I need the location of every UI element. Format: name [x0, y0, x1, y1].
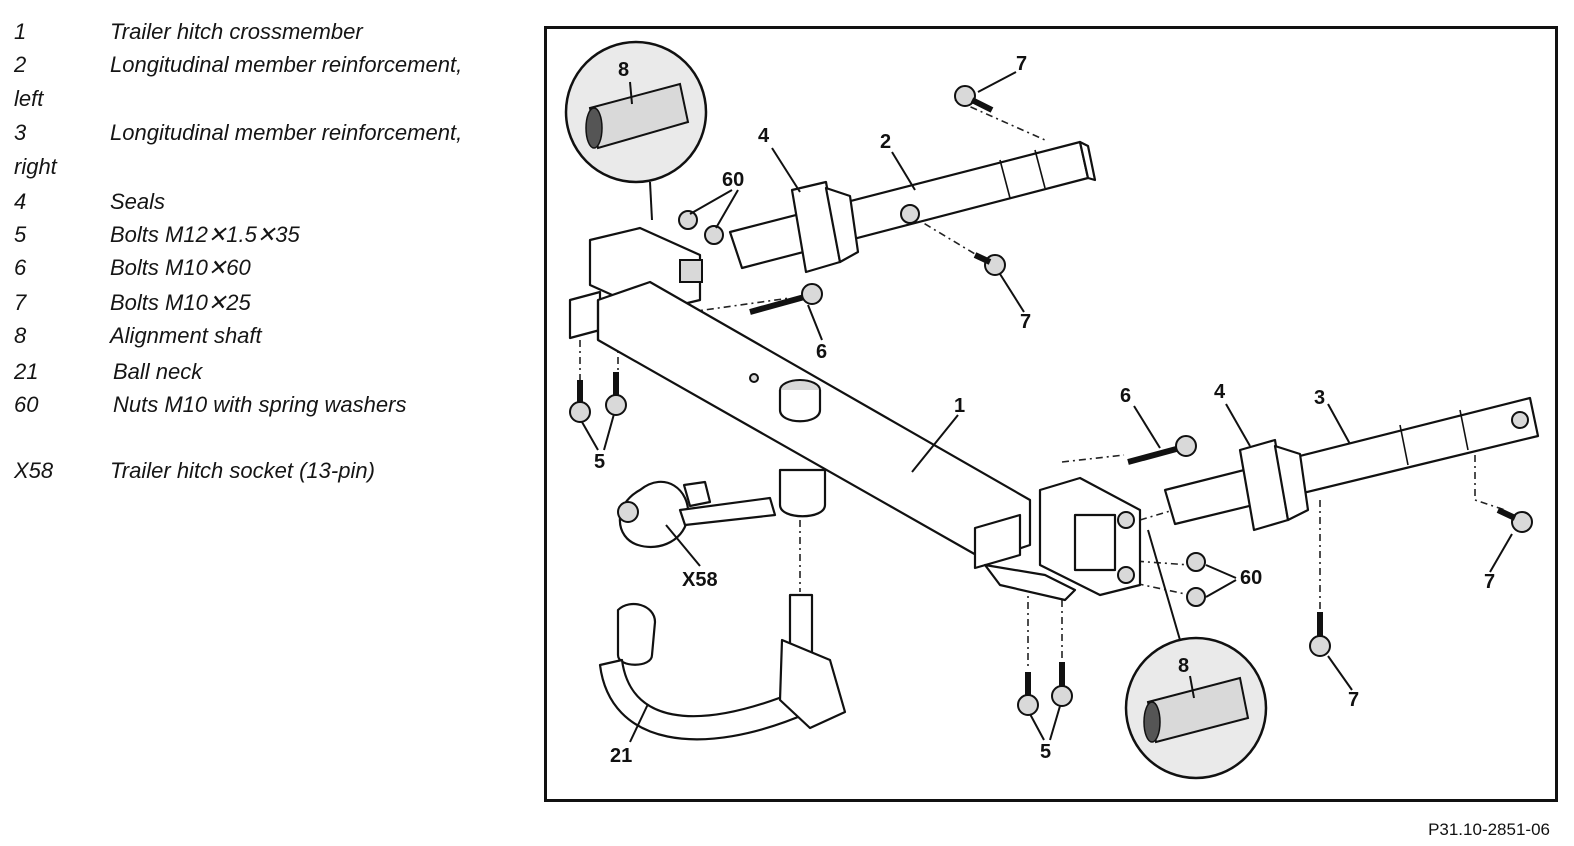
callout-4-right: 4 [1214, 381, 1226, 403]
left-longitudinal-reinforcement [728, 140, 1097, 270]
callout-3: 3 [1314, 387, 1325, 409]
crossmember [596, 280, 1032, 570]
legend-text-continued: left [14, 86, 44, 111]
nuts-60-left [678, 210, 724, 245]
legend-text: Trailer hitch socket (13-pin) [110, 458, 375, 483]
callout-1: 1 [954, 395, 965, 417]
legend-text: Trailer hitch crossmember [110, 19, 363, 44]
left-bracket [568, 226, 703, 340]
leader-lines [581, 71, 1513, 743]
legend-number: 5 [14, 222, 27, 247]
callout-5-left: 5 [594, 451, 605, 473]
ball-neck-receiver [778, 379, 827, 518]
callout-4-left: 4 [758, 125, 770, 147]
bolts-5-left [569, 372, 627, 423]
callout-60-right: 60 [1240, 567, 1262, 589]
bolt-6-right [1127, 435, 1197, 465]
alignment-shaft-inset-top [564, 40, 708, 221]
trailer-hitch-socket [617, 480, 777, 549]
legend-number: 21 [14, 359, 39, 384]
bolt-6-left [749, 283, 823, 315]
right-bracket [983, 476, 1142, 602]
legend-text: Alignment shaft [110, 323, 262, 348]
legend-number: 3 [14, 120, 27, 145]
legend-number: 4 [14, 189, 27, 214]
callout-7-top: 7 [1016, 53, 1027, 75]
alignment-shaft-inset-bottom [1124, 529, 1268, 780]
right-seal [1238, 438, 1310, 532]
bolt-7-bottom [1309, 612, 1331, 657]
callout-8-bottom: 8 [1178, 655, 1189, 677]
legend-text: Nuts M10 with spring washers [113, 392, 407, 417]
legend-text: Longitudinal member reinforcement, [110, 52, 463, 77]
legend-number: 1 [14, 19, 27, 44]
callout-8-top: 8 [618, 59, 629, 81]
callout-7-bottom: 7 [1348, 689, 1359, 711]
legend-text: Longitudinal member reinforcement, [110, 120, 463, 145]
legend-number: 8 [14, 323, 27, 348]
legend-number: 2 [14, 52, 27, 77]
callout-x58: X58 [682, 569, 718, 591]
bolt-7-right [1496, 507, 1533, 533]
legend-text-continued: right [14, 154, 57, 179]
callout-6-right: 6 [1120, 385, 1131, 407]
legend-text: Ball neck [113, 359, 203, 384]
legend-number: 60 [14, 392, 39, 417]
right-longitudinal-reinforcement [1163, 396, 1540, 526]
legend-number: X58 [14, 458, 54, 483]
callout-5-right: 5 [1040, 741, 1051, 763]
callout-2: 2 [880, 131, 891, 153]
legend-text: Bolts M12✕1.5✕35 [110, 222, 300, 247]
left-seal [790, 180, 860, 274]
legend-number: 6 [14, 255, 27, 280]
callout-7-right: 7 [1484, 571, 1495, 593]
callout-7-mid: 7 [1020, 311, 1031, 333]
callout-6-left: 6 [816, 341, 827, 363]
bolt-7-mid [973, 252, 1006, 276]
callout-21: 21 [610, 745, 632, 767]
bolts-5-right [1017, 662, 1073, 716]
legend-text: Bolts M10✕60 [110, 255, 251, 280]
callout-60-left: 60 [722, 169, 744, 191]
bolt-7-top [954, 85, 994, 113]
legend-number: 7 [14, 290, 27, 315]
ball-neck [598, 593, 847, 741]
nuts-60-right [1186, 552, 1206, 607]
legend-text: Bolts M10✕25 [110, 290, 251, 315]
figure-reference-code: P31.10-2851-06 [1428, 820, 1550, 839]
callout-labels: 8 7 60 4 2 7 6 1 5 X58 21 6 4 3 60 7 7 5… [594, 53, 1495, 767]
legend-text: Seals [110, 189, 166, 214]
